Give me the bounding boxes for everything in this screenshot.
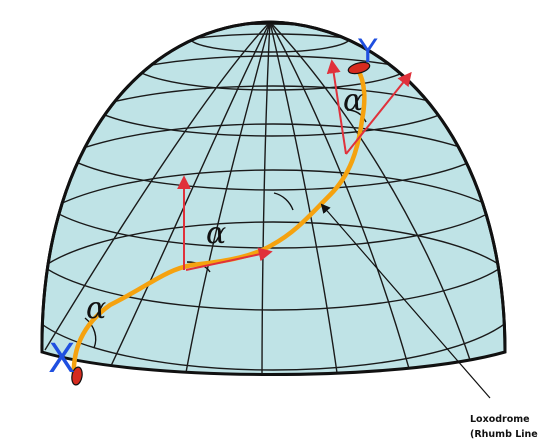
angle-label-middle: α (206, 216, 226, 251)
globe-outline (40, 20, 507, 353)
globe-base-edge (41, 351, 506, 376)
start-point-dot (71, 366, 83, 386)
direction-arrows (177, 59, 412, 271)
angle-arc-curve-mark (273, 192, 294, 211)
globe-dome (40, 20, 507, 376)
parallel-line (41, 169, 505, 311)
start-point-marker: X (48, 336, 83, 386)
meridian-line (184, 22, 271, 375)
callout-label-line2: (Rhumb Line (470, 429, 538, 440)
meridian-line (269, 22, 411, 373)
angle-label-lower: α (86, 291, 106, 326)
meridian-line (269, 22, 339, 375)
loxodrome-curve (71, 67, 367, 383)
start-point-label: X (48, 336, 75, 382)
parallel-line (41, 221, 505, 371)
meridian-line (109, 22, 271, 369)
meridian-line (269, 22, 471, 361)
meridian-line (44, 22, 271, 351)
callout-label-line1: Loxodrome (470, 414, 530, 425)
end-point-dot (347, 61, 371, 75)
angle-arc-lower (84, 317, 97, 349)
graticule (41, 22, 505, 375)
heading-arrow-upper (345, 71, 412, 155)
heading-arrow-middle (185, 247, 273, 271)
angle-label-upper: α (343, 83, 363, 118)
north-arrow-upper (326, 59, 347, 155)
angle-arc-upper (346, 109, 367, 123)
end-point-marker: Y (347, 32, 378, 75)
parallel-line (41, 123, 505, 249)
end-point-label: Y (357, 32, 378, 70)
callout-pointer (320, 203, 491, 399)
meridian-line (261, 22, 271, 375)
